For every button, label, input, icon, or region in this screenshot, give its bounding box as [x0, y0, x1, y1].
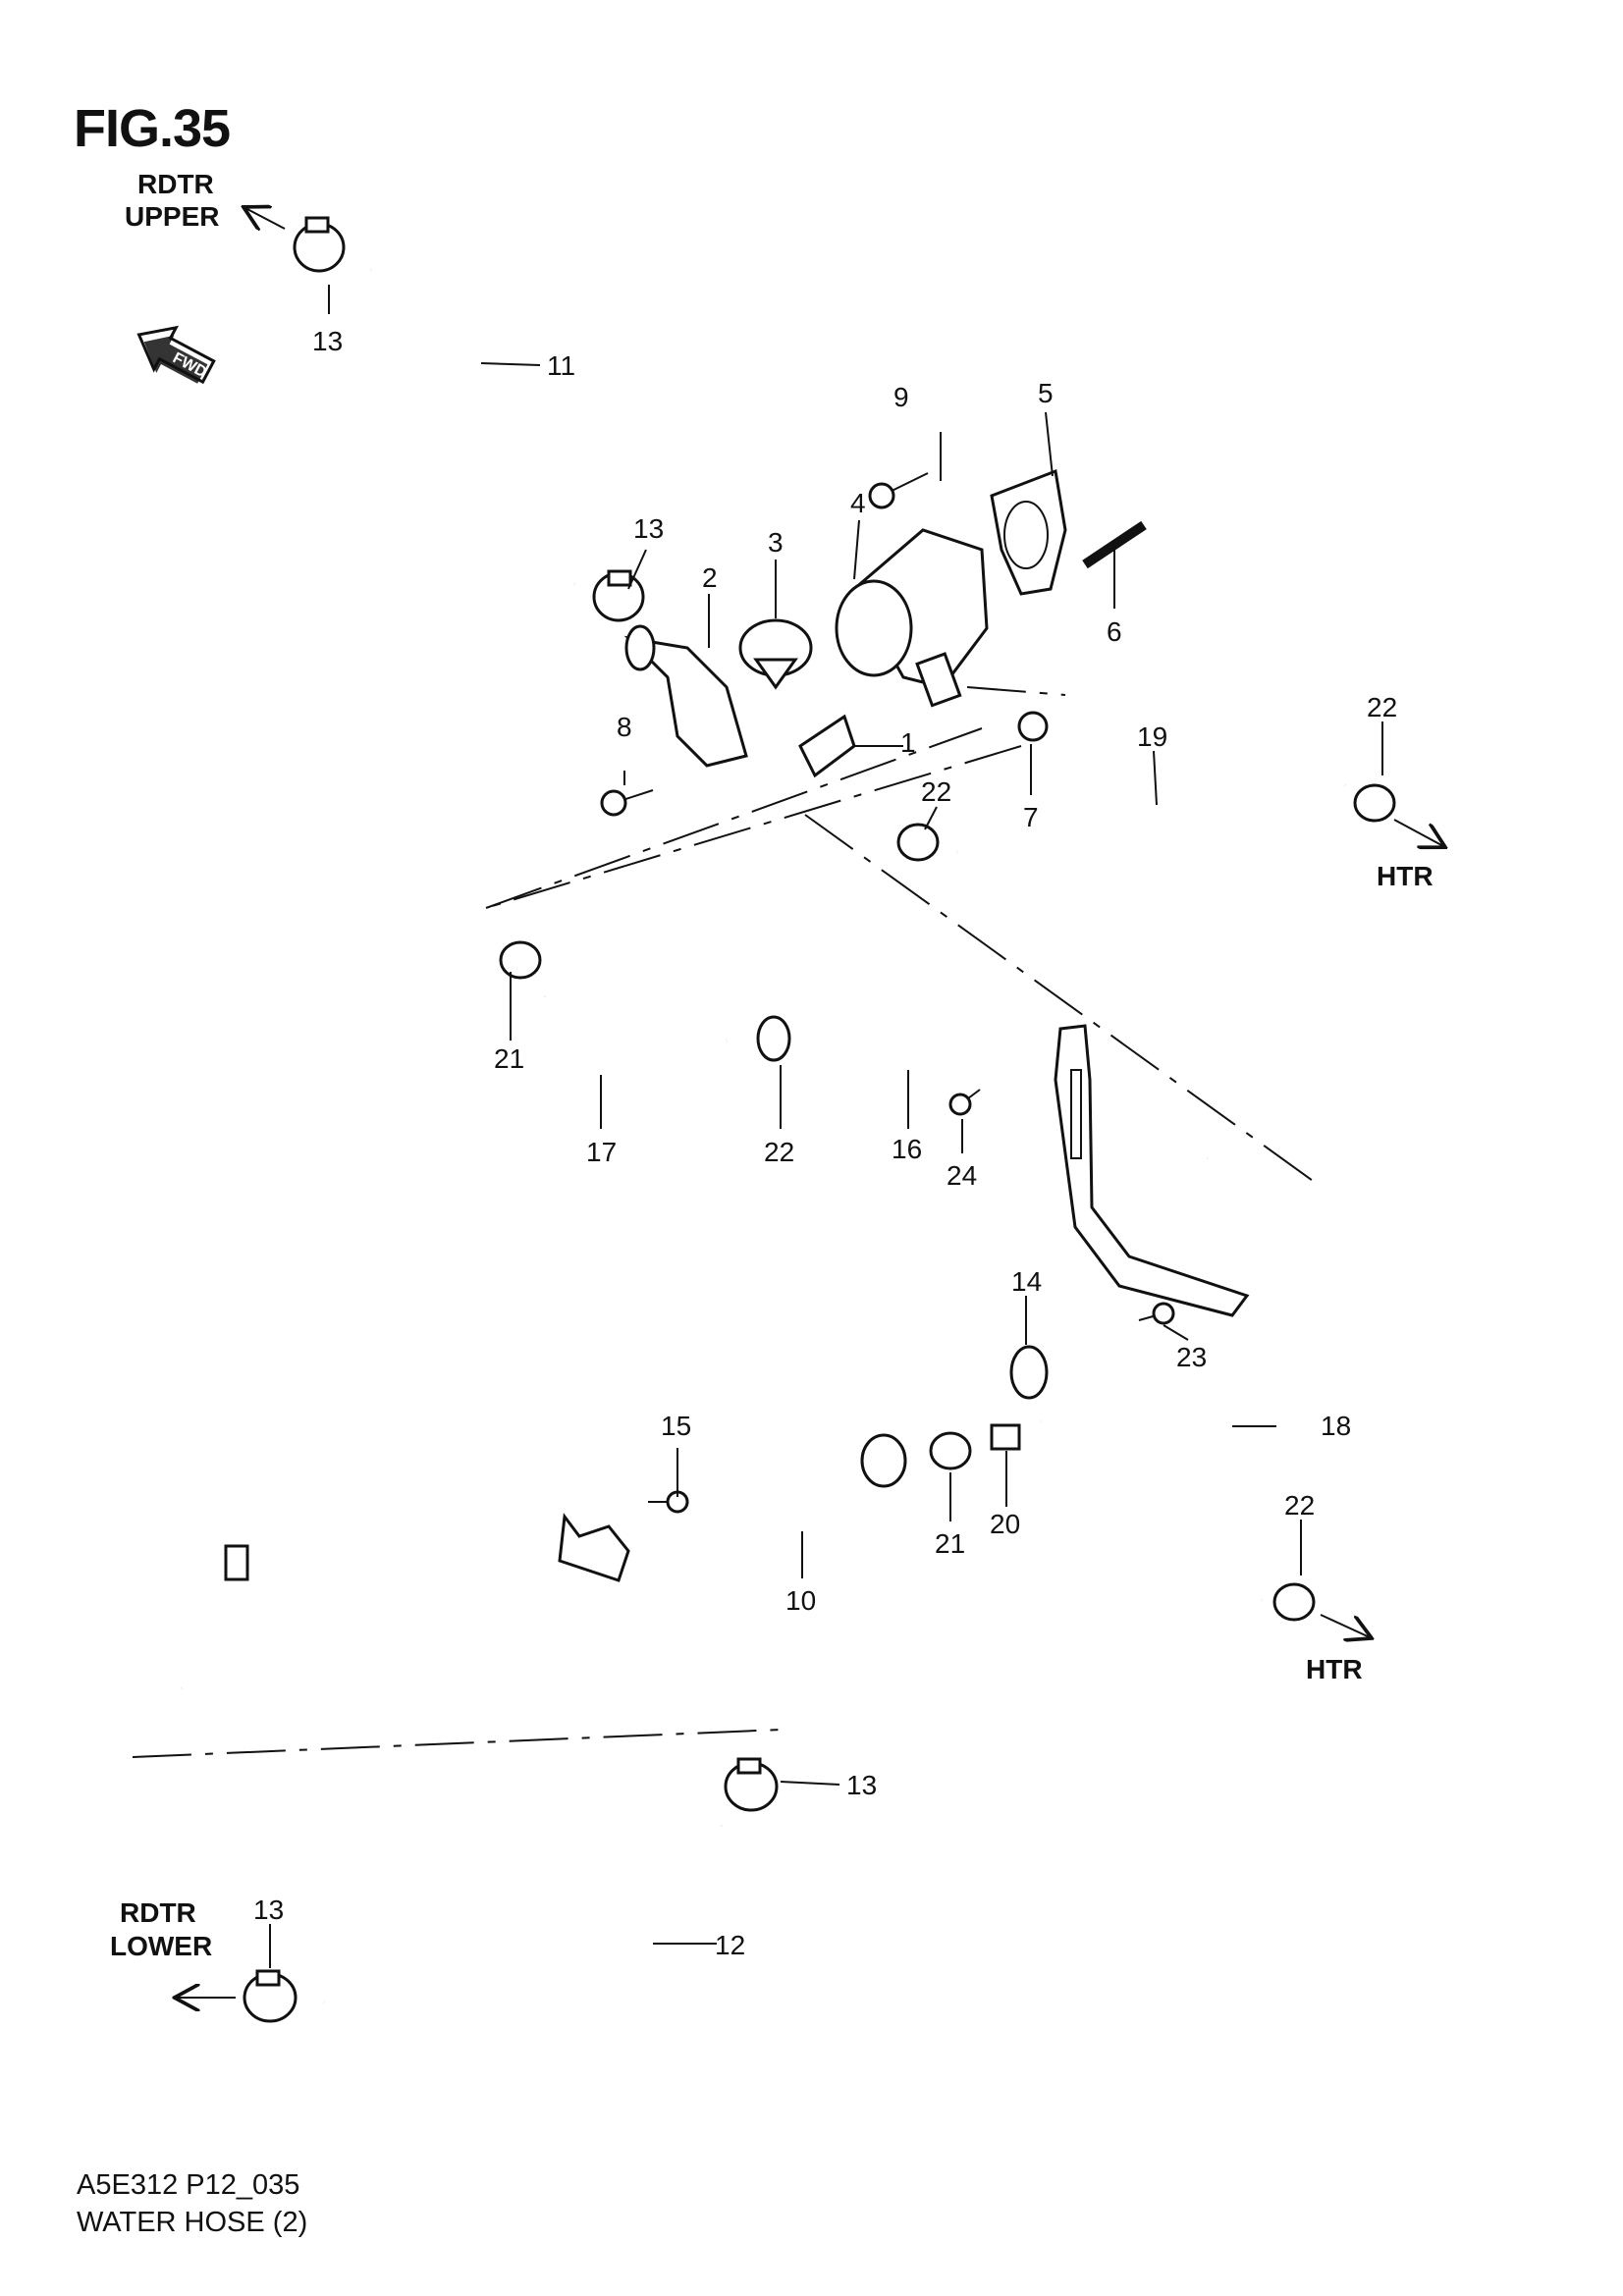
- clamp-13a-icon: [293, 216, 346, 273]
- callout-18: 18: [1321, 1411, 1351, 1441]
- clamp-22c-icon: [756, 1015, 791, 1062]
- bolt-23-icon: [1138, 1302, 1175, 1325]
- callout-13: 13: [312, 326, 343, 356]
- bolt-8-icon: [600, 789, 654, 817]
- outlet-pipe-2: [623, 624, 748, 768]
- footer-name: WATER HOSE (2): [77, 2207, 308, 2238]
- hose-17: [530, 982, 730, 1081]
- bolt-24-icon: [948, 1089, 981, 1116]
- callout-1: 1: [900, 727, 916, 758]
- dest-rdtr-upper-1: RDTR: [137, 169, 214, 199]
- callout-6: 6: [1107, 616, 1122, 647]
- callout-19: 19: [1137, 721, 1167, 752]
- pipe-10: [162, 1433, 907, 1697]
- fwd-arrow-icon: FWD: [136, 325, 216, 385]
- callout-17: 17: [586, 1137, 617, 1167]
- guide-lines: [132, 686, 1317, 1758]
- callout-23: 23: [1176, 1342, 1207, 1372]
- callout-5: 5: [1038, 378, 1054, 408]
- clamp-13c-icon: [724, 1757, 779, 1812]
- callout-3: 3: [768, 527, 784, 558]
- dest-htr-2: HTR: [1306, 1654, 1363, 1684]
- destination-arrows: [177, 208, 1443, 1998]
- clamp-22a-icon: [1353, 783, 1396, 823]
- callout-11: 11: [547, 350, 575, 381]
- callout-22: 22: [921, 776, 951, 807]
- callout-7: 7: [1023, 802, 1039, 832]
- callout-10: 10: [785, 1585, 816, 1616]
- figure-title: FIG.35: [74, 99, 231, 158]
- callout-22: 22: [764, 1137, 794, 1167]
- o-ring-14-icon: [1009, 1345, 1049, 1400]
- callout-20: 20: [990, 1509, 1020, 1539]
- dest-rdtr-lower-1: RDTR: [120, 1897, 196, 1928]
- dest-rdtr-lower-2: LOWER: [110, 1931, 212, 1961]
- hose-19: [951, 741, 1357, 900]
- stud-6-icon: [1082, 520, 1147, 569]
- callout-13: 13: [633, 513, 664, 544]
- hose-12: [320, 1809, 742, 2032]
- gasket-5: [990, 468, 1067, 596]
- callout-22: 22: [1284, 1490, 1315, 1521]
- callout-15: 15: [661, 1411, 691, 1441]
- callout-13: 13: [253, 1895, 284, 1925]
- thermostat-3: [738, 618, 813, 690]
- clamp-13b-icon: [592, 569, 645, 622]
- callout-9: 9: [893, 382, 909, 412]
- bolt-15-icon: [648, 1490, 689, 1514]
- callout-8: 8: [617, 712, 632, 742]
- footer-code: A5E312 P12_035: [77, 2169, 300, 2201]
- clamp-13d-icon: [243, 1969, 298, 2023]
- callout-22: 22: [1367, 692, 1397, 722]
- dest-rdtr-upper-2: UPPER: [125, 201, 219, 232]
- hose-11: [357, 247, 588, 607]
- callout-24: 24: [947, 1160, 977, 1191]
- callout-13: 13: [846, 1770, 877, 1800]
- callout-2: 2: [702, 562, 718, 593]
- thermostat-housing: [835, 528, 989, 708]
- callout-21: 21: [935, 1528, 965, 1559]
- clamp-21b-icon: [929, 1431, 972, 1470]
- dest-htr-1: HTR: [1377, 861, 1434, 891]
- leader-lines: [269, 285, 1383, 1968]
- clamp-22d-icon: [1272, 1582, 1316, 1622]
- bolt-9-icon: [868, 472, 929, 509]
- hose-18: [1037, 1366, 1269, 1617]
- nut-7-icon: [1017, 711, 1049, 742]
- callout-21: 21: [494, 1043, 524, 1074]
- callout-12: 12: [715, 1930, 745, 1960]
- clamp-22b-icon: [896, 823, 940, 862]
- callout-14: 14: [1011, 1266, 1042, 1297]
- sensor-1: [798, 714, 856, 778]
- cap-20-icon: [990, 1423, 1021, 1451]
- pipe-16: [829, 1023, 1250, 1317]
- clamp-21a-icon: [499, 940, 542, 980]
- callout-16: 16: [892, 1134, 922, 1164]
- callout-4: 4: [850, 488, 866, 518]
